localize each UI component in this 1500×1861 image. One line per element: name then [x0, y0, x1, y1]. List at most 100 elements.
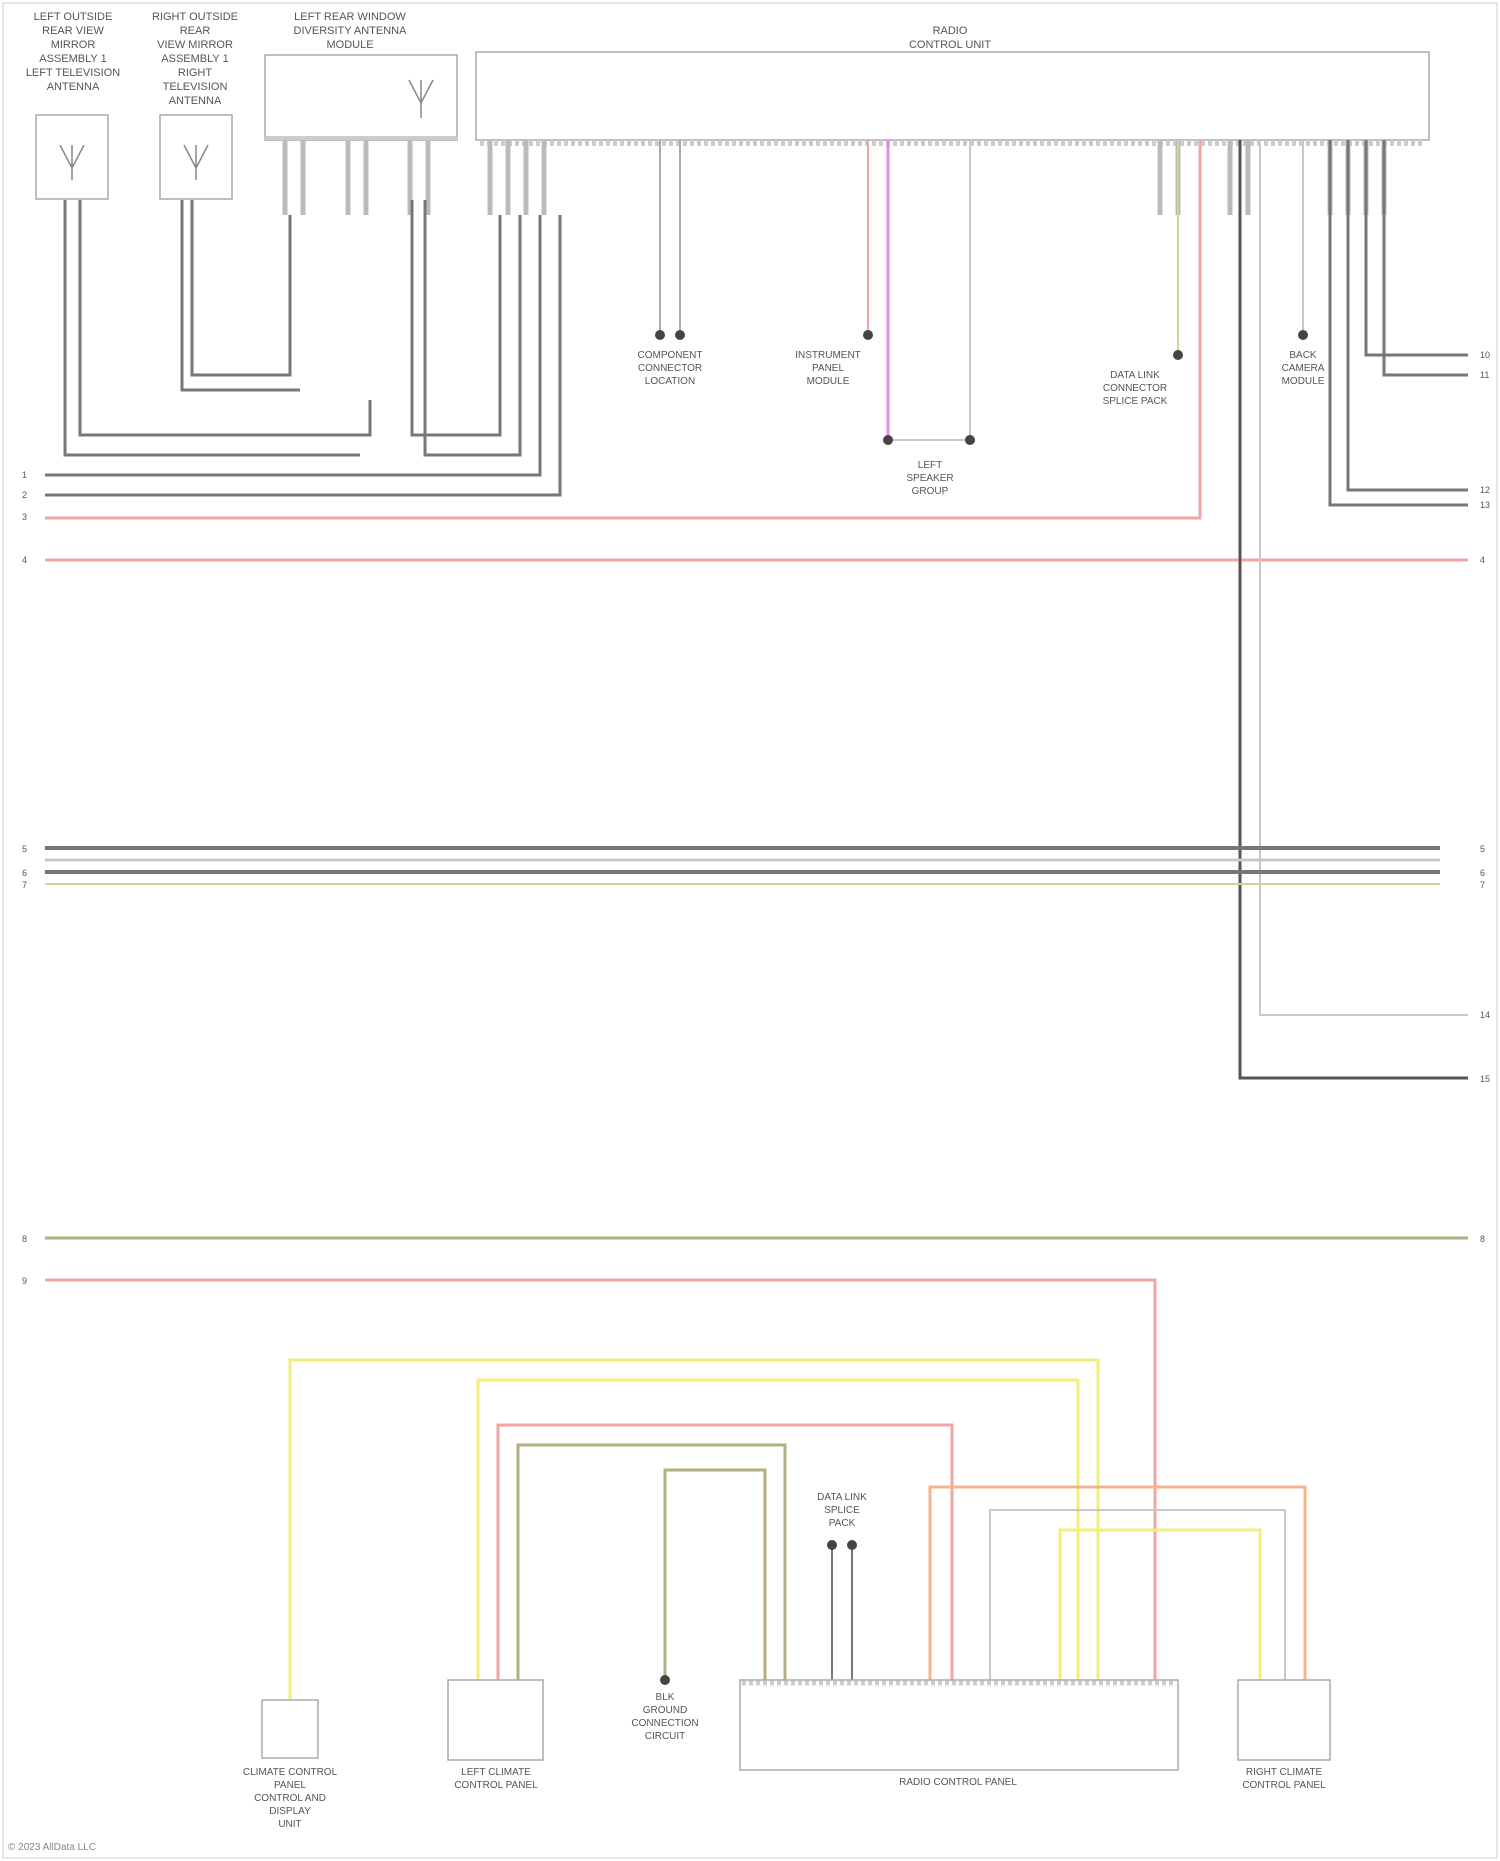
- svg-text:ASSEMBLY 1: ASSEMBLY 1: [39, 53, 106, 65]
- right-mirror-title-line-7: ANTENNA: [169, 95, 222, 107]
- radio-head-title: RADIO CONTROL UNIT: [909, 25, 991, 51]
- label-line: CONNECTION: [631, 1718, 698, 1729]
- svg-text:CONNECTOR: CONNECTOR: [1103, 383, 1167, 394]
- label-line: PANEL: [274, 1780, 306, 1791]
- svg-text:5: 5: [1480, 844, 1485, 854]
- svg-text:BLK: BLK: [656, 1692, 675, 1703]
- right-mirror-box: [160, 115, 232, 199]
- svg-text:10: 10: [1480, 350, 1490, 360]
- svg-text:SPLICE: SPLICE: [824, 1505, 860, 1516]
- svg-text:SPLICE PACK: SPLICE PACK: [1103, 396, 1168, 407]
- label-line: LOCATION: [645, 376, 695, 387]
- top-antenna-wires: [45, 200, 560, 495]
- vertical-gray-trunk: [1240, 140, 1468, 1078]
- svg-text:INSTRUMENT: INSTRUMENT: [795, 350, 861, 361]
- right-climate-panel-box: [1238, 1680, 1330, 1760]
- label-line: PACK: [829, 1518, 856, 1529]
- left-mirror-box: [36, 115, 108, 199]
- right-mirror-title-line-1: RIGHT OUTSIDE: [152, 11, 238, 23]
- label-line: CAMERA: [1282, 363, 1325, 374]
- lower-bus-wires: [45, 1238, 1468, 1680]
- svg-text:CONTROL PANEL: CONTROL PANEL: [1242, 1780, 1326, 1791]
- label-line: GROUND: [643, 1705, 687, 1716]
- label-line: LEFT CLIMATE: [461, 1767, 531, 1778]
- svg-text:13: 13: [1480, 500, 1490, 510]
- label-line: SPLICE: [824, 1505, 860, 1516]
- label-line: CONTROL AND: [254, 1793, 326, 1804]
- label-line: RIGHT CLIMATE: [1246, 1767, 1323, 1778]
- label-line: CONNECTOR: [1103, 383, 1167, 394]
- left-mirror-title-line-4: ASSEMBLY 1: [39, 53, 106, 65]
- antenna-icon: [184, 145, 208, 180]
- svg-text:MODULE: MODULE: [1282, 376, 1325, 387]
- svg-text:PACK: PACK: [829, 1518, 856, 1529]
- antenna-icon: [60, 145, 84, 180]
- svg-text:VIEW MIRROR: VIEW MIRROR: [157, 39, 233, 51]
- svg-text:LEFT: LEFT: [918, 460, 942, 471]
- svg-text:8: 8: [1480, 1234, 1485, 1244]
- svg-text:UNIT: UNIT: [278, 1819, 301, 1830]
- left-mirror-title-line-2: REAR VIEW: [42, 25, 104, 37]
- left-mirror-title-line-5: LEFT TELEVISION: [26, 67, 120, 79]
- antenna-module-title-line-2: DIVERSITY ANTENNA: [294, 25, 408, 37]
- left-mirror-title-line-3: MIRROR: [51, 39, 96, 51]
- antenna-icon: [409, 80, 433, 118]
- back-camera-label: BACK CAMERA MODULE: [1282, 350, 1325, 387]
- svg-text:CONTROL AND: CONTROL AND: [254, 1793, 326, 1804]
- right-mirror-title: RIGHT OUTSIDE REAR VIEW MIRROR ASSEMBLY …: [152, 11, 238, 107]
- right-mirror-title-line-2: REAR: [180, 25, 211, 37]
- svg-text:GROUP: GROUP: [912, 486, 949, 497]
- label-line: SPEAKER: [906, 473, 953, 484]
- svg-text:RADIO: RADIO: [933, 25, 968, 37]
- label-line: INSTRUMENT: [795, 350, 861, 361]
- svg-text:CONNECTOR: CONNECTOR: [638, 363, 702, 374]
- svg-text:9: 9: [22, 1276, 27, 1286]
- radio-control-unit-box: [476, 52, 1429, 143]
- svg-text:LEFT OUTSIDE: LEFT OUTSIDE: [34, 11, 113, 23]
- svg-text:MODULE: MODULE: [807, 376, 850, 387]
- left-mirror-title: LEFT OUTSIDE REAR VIEW MIRROR ASSEMBLY 1…: [26, 11, 120, 93]
- left-climate-panel-box: [448, 1680, 543, 1760]
- radio-right-wires: [1330, 140, 1468, 505]
- svg-text:ANTENNA: ANTENNA: [47, 81, 100, 93]
- svg-text:DATA LINK: DATA LINK: [817, 1492, 867, 1503]
- ground-connection-label: BLK GROUND CONNECTION CIRCUIT: [631, 1692, 698, 1742]
- svg-text:6: 6: [1480, 868, 1485, 878]
- svg-text:4: 4: [22, 555, 27, 565]
- radio-head-title-line-2: CONTROL UNIT: [909, 39, 991, 51]
- bottom-connection-dots: [660, 1540, 857, 1685]
- svg-text:RIGHT OUTSIDE: RIGHT OUTSIDE: [152, 11, 238, 23]
- svg-text:REAR: REAR: [180, 25, 211, 37]
- left-climate-panel-label: LEFT CLIMATE CONTROL PANEL: [454, 1767, 538, 1791]
- svg-text:15: 15: [1480, 1074, 1490, 1084]
- svg-text:6: 6: [22, 868, 27, 878]
- left-speaker-label: LEFT SPEAKER GROUP: [906, 460, 953, 497]
- label-line: DISPLAY: [269, 1806, 311, 1817]
- svg-text:DATA LINK: DATA LINK: [1110, 370, 1160, 381]
- antenna-module-title-line-3: MODULE: [326, 39, 373, 51]
- antenna-module-box: [265, 55, 457, 140]
- component-location-label: COMPONENT CONNECTOR LOCATION: [638, 350, 703, 387]
- svg-text:CONTROL UNIT: CONTROL UNIT: [909, 39, 991, 51]
- svg-text:SPEAKER: SPEAKER: [906, 473, 953, 484]
- label-line: LEFT: [918, 460, 942, 471]
- label-line: UNIT: [278, 1819, 301, 1830]
- left-mirror-title-line-1: LEFT OUTSIDE: [34, 11, 113, 23]
- svg-text:COMPONENT: COMPONENT: [638, 350, 703, 361]
- left-mirror-title-line-6: ANTENNA: [47, 81, 100, 93]
- svg-text:DISPLAY: DISPLAY: [269, 1806, 311, 1817]
- svg-text:LEFT REAR WINDOW: LEFT REAR WINDOW: [294, 11, 406, 23]
- svg-text:LEFT TELEVISION: LEFT TELEVISION: [26, 67, 120, 79]
- label-line: BLK: [656, 1692, 675, 1703]
- svg-text:CAMERA: CAMERA: [1282, 363, 1325, 374]
- svg-text:MIRROR: MIRROR: [51, 39, 96, 51]
- svg-text:MODULE: MODULE: [326, 39, 373, 51]
- top-component-labels: COMPONENT CONNECTOR LOCATION INSTRUMENT …: [638, 350, 1325, 497]
- label-line: GROUP: [912, 486, 949, 497]
- right-mirror-title-line-3: VIEW MIRROR: [157, 39, 233, 51]
- top-connector-stubs: [285, 140, 1384, 215]
- label-line: MODULE: [807, 376, 850, 387]
- label-line: DATA LINK: [817, 1492, 867, 1503]
